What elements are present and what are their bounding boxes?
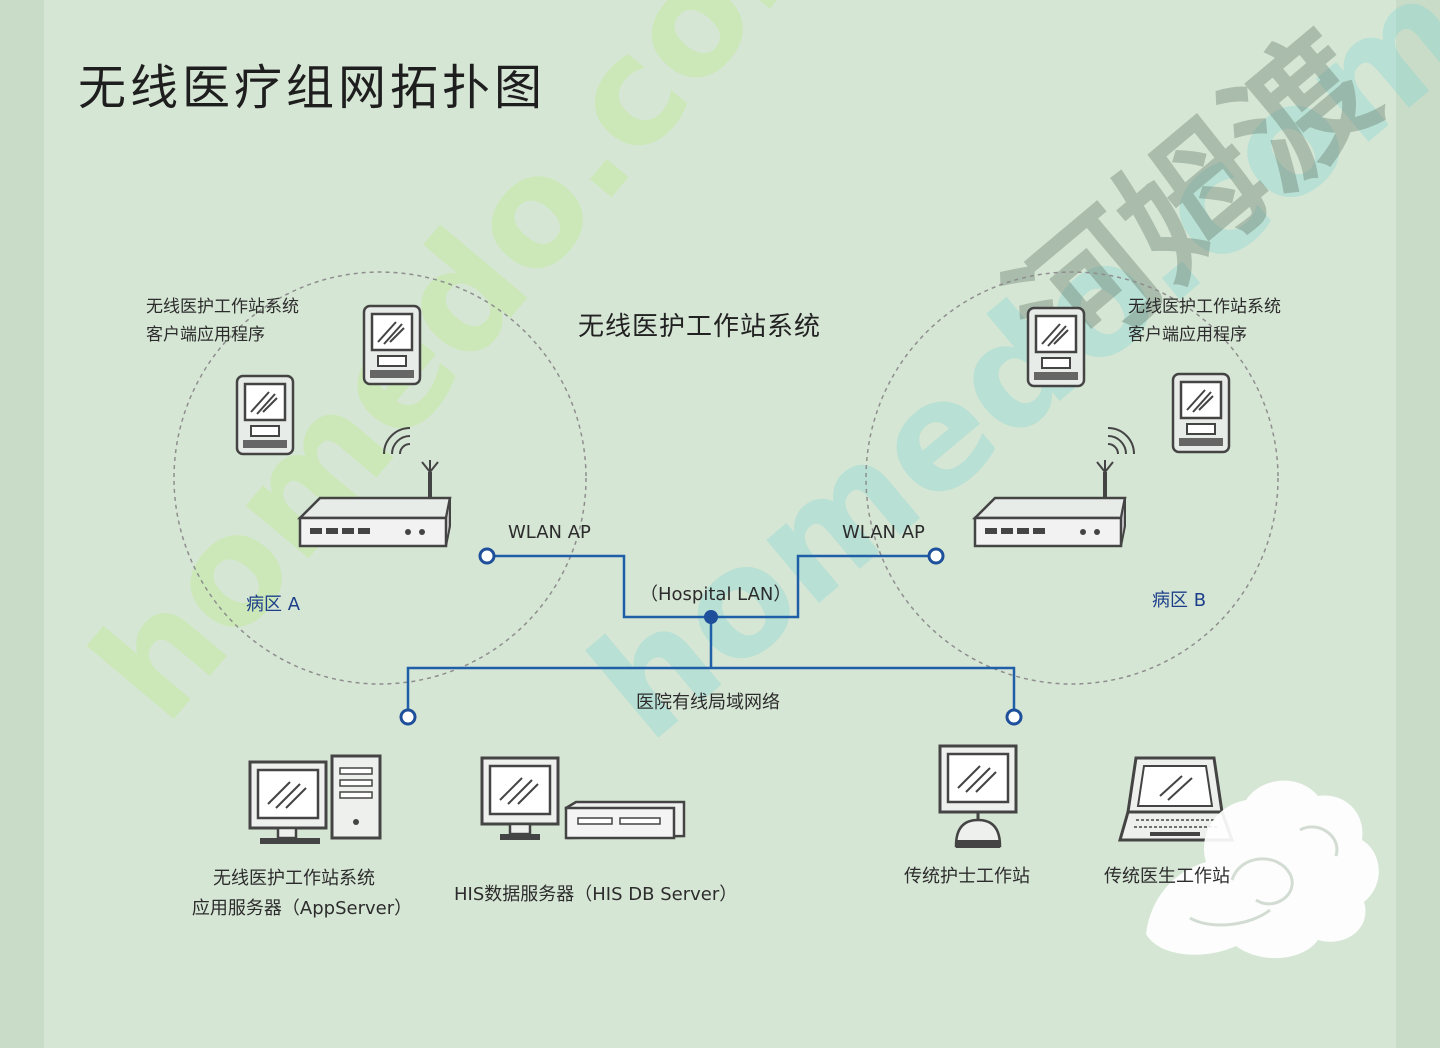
workstation-node (1005, 708, 1023, 726)
ward-a-label: 病区 A (246, 594, 301, 615)
right-border-strip (1396, 0, 1440, 1048)
wifi-signal-icon (1107, 427, 1135, 455)
left-border-strip (0, 0, 44, 1048)
pda-icon (1171, 372, 1231, 454)
ward-b-client-label-2: 客户端应用程序 (1128, 325, 1247, 345)
app-server-label: 无线医护工作站系统 (213, 868, 375, 889)
system-label: 无线医护工作站系统 (578, 312, 822, 342)
app-server-label-2: 应用服务器（AppServer） (191, 898, 413, 919)
pda-icon (1026, 306, 1086, 388)
nurse-station-icon (938, 744, 1018, 848)
coverage-circle-ward-b (865, 271, 1279, 685)
wireless-router-icon (973, 458, 1127, 548)
ward-a-ap-label: WLAN AP (508, 522, 591, 543)
ward-a-client-label-2: 客户端应用程序 (146, 325, 265, 345)
his-db-server-icon (480, 756, 686, 840)
wireless-router-icon (298, 458, 452, 548)
cloud-ornament-icon (1146, 780, 1379, 959)
server-node (399, 708, 417, 726)
ap-node-a (478, 547, 496, 565)
doctor-station-label: 传统医生工作站 (1104, 866, 1230, 887)
hospital-lan-label: （Hospital LAN） (640, 584, 792, 605)
ward-a-client-label: 无线医护工作站系统 (146, 297, 299, 317)
his-db-server-label: HIS数据服务器（HIS DB Server） (454, 884, 738, 905)
page-title: 无线医疗组网拓扑图 (78, 60, 547, 116)
ward-b-client-label: 无线医护工作站系统 (1128, 297, 1281, 317)
pda-icon (235, 374, 295, 456)
app-server-icon (248, 754, 382, 844)
nurse-station-label: 传统护士工作站 (904, 866, 1030, 887)
coverage-circle-ward-a (173, 271, 587, 685)
ap-node-b (927, 547, 945, 565)
wifi-signal-icon (383, 427, 411, 455)
ward-b-label: 病区 B (1152, 590, 1207, 611)
wired-lan-label: 医院有线局域网络 (636, 692, 780, 713)
ward-b-ap-label: WLAN AP (842, 522, 925, 543)
pda-icon (362, 304, 422, 386)
lan-hub-node (704, 610, 718, 624)
